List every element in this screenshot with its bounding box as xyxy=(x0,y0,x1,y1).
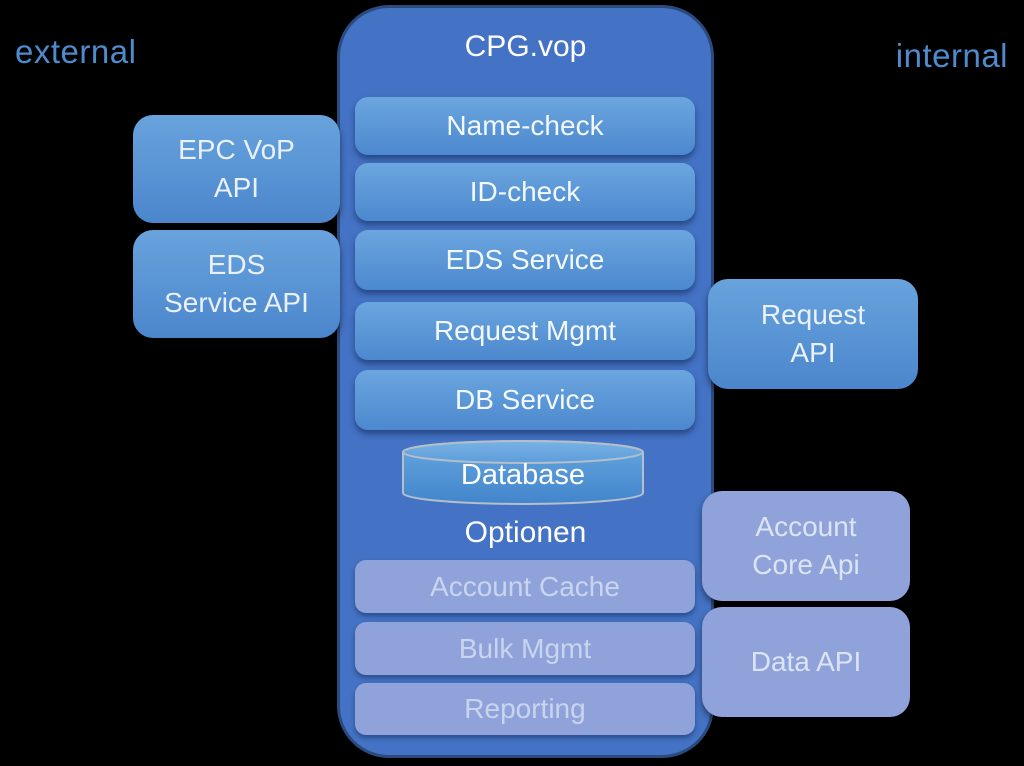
options-heading: Optionen xyxy=(464,516,587,549)
service-label: EDS Service xyxy=(445,244,605,275)
database-label: Database xyxy=(460,458,586,491)
service-box-name-check: Name-check xyxy=(355,97,695,155)
service-label: DB Service xyxy=(454,384,596,415)
container-title: CPG.vop xyxy=(464,30,587,63)
service-box-eds-service: EDS Service xyxy=(355,230,695,290)
database-cylinder-icon xyxy=(400,438,646,508)
option-box-reporting: Reporting xyxy=(355,683,695,735)
internal-zone-label: internal xyxy=(895,37,1008,74)
external-api-box-eds-service: EDS Service API xyxy=(133,230,340,338)
service-label: ID-check xyxy=(469,176,581,207)
external-api-box-epc-vop: EPC VoP API xyxy=(133,115,340,223)
service-box-id-check: ID-check xyxy=(355,163,695,221)
external-zone-label: external xyxy=(15,33,137,70)
service-box-request-mgmt: Request Mgmt xyxy=(355,302,695,360)
option-box-account-cache: Account Cache xyxy=(355,560,695,613)
service-label: Request Mgmt xyxy=(433,315,617,346)
internal-api-box-account-core: Account Core Api xyxy=(702,491,910,601)
option-label: Bulk Mgmt xyxy=(458,632,592,664)
internal-api-box-data: Data API xyxy=(702,607,910,717)
option-label: Account Cache xyxy=(430,570,620,602)
option-label: Reporting xyxy=(464,693,586,724)
option-box-bulk-mgmt: Bulk Mgmt xyxy=(355,622,695,675)
internal-api-box-request: Request API xyxy=(708,279,918,389)
service-label: Name-check xyxy=(446,110,604,141)
service-box-db-service: DB Service xyxy=(355,370,695,430)
